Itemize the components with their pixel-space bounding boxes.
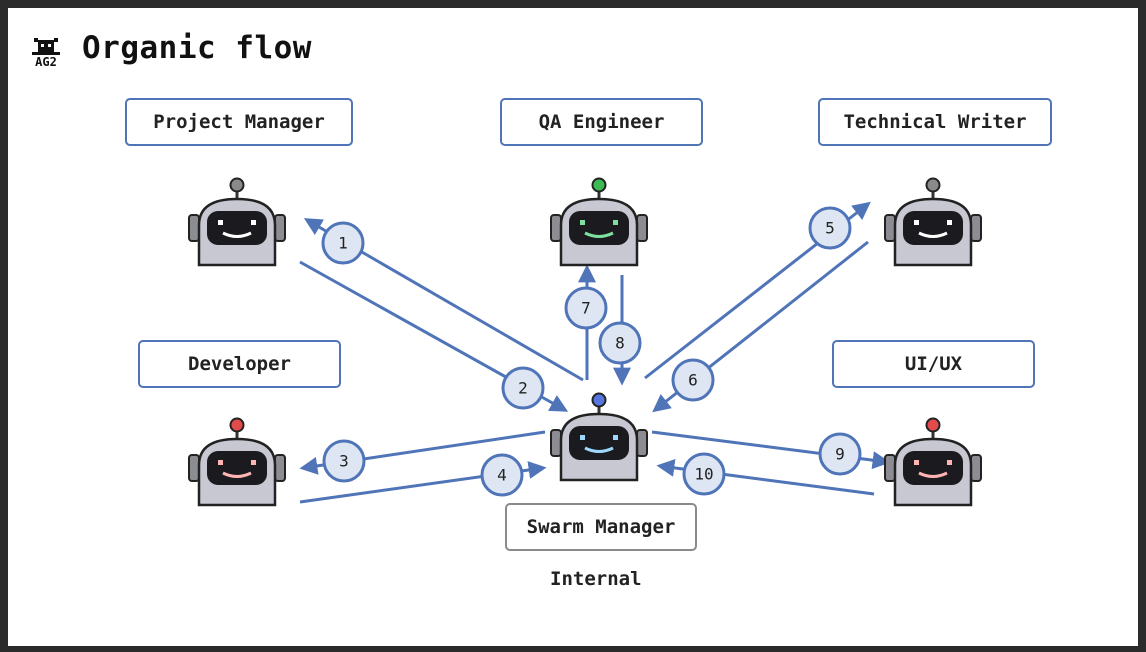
logo-text: AG2 [35, 55, 57, 69]
step-number: 2 [518, 379, 528, 398]
step-badge-2: 2 [501, 366, 545, 410]
step-number: 7 [581, 299, 591, 318]
step-badge-3: 3 [322, 439, 366, 483]
internal-label: Internal [550, 568, 642, 590]
label-project-manager: Project Manager [125, 98, 353, 146]
label-developer: Developer [138, 340, 341, 388]
step-number: 3 [339, 452, 349, 471]
robot-icon-project-manager [188, 177, 286, 267]
ag2-logo-icon [32, 38, 60, 55]
step-number: 9 [835, 445, 845, 464]
step-badge-9: 9 [818, 432, 862, 476]
label-ui-ux: UI/UX [832, 340, 1035, 388]
step-number: 4 [497, 466, 507, 485]
label-qa-engineer: QA Engineer [500, 98, 703, 146]
step-number: 10 [694, 465, 713, 484]
step-badge-1: 1 [321, 221, 365, 265]
robot-icon-ui-ux [884, 417, 982, 507]
label-swarm-manager: Swarm Manager [505, 503, 697, 551]
step-badge-4: 4 [480, 453, 524, 497]
flow-arrow-1-tail [366, 253, 584, 382]
robot-icon-qa-engineer [550, 177, 648, 267]
robot-icon-swarm-manager [550, 392, 648, 482]
robot-icon-technical-writer [884, 177, 982, 267]
step-badge-10: 10 [682, 452, 726, 496]
step-number: 1 [338, 234, 348, 253]
page-title: Organic flow [82, 30, 312, 66]
step-badge-5: 5 [808, 206, 852, 250]
robot-icon-developer [188, 417, 286, 507]
step-badge-7: 7 [564, 286, 608, 330]
step-number: 8 [615, 334, 625, 353]
step-badge-8: 8 [598, 321, 642, 365]
step-badge-6: 6 [671, 358, 715, 402]
label-technical-writer: Technical Writer [818, 98, 1052, 146]
step-number: 5 [825, 219, 835, 238]
step-number: 6 [688, 371, 698, 390]
